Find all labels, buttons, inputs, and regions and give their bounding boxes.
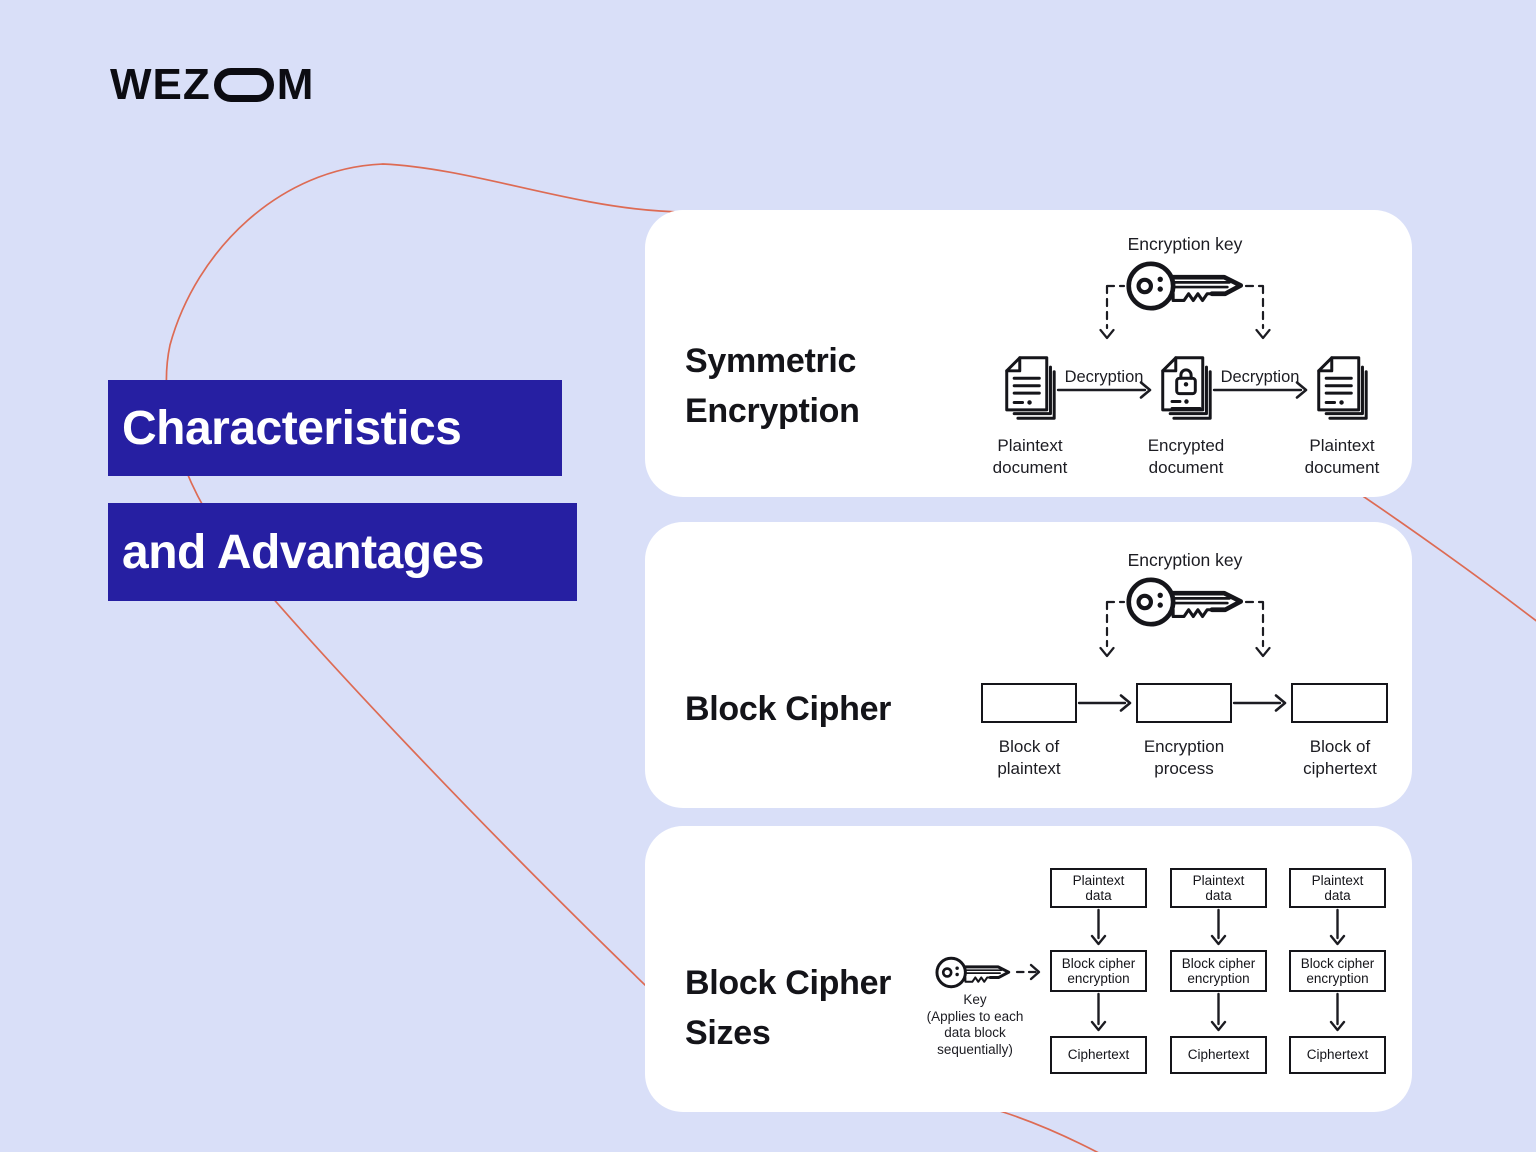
key-caption: Key (Applies to each data block sequenti… — [926, 992, 1024, 1057]
card-block-cipher: Block Cipher Encryption key Block of pla… — [645, 522, 1412, 808]
step-label: Block of plaintext — [997, 737, 1061, 778]
logo-text-left: WEZ — [110, 60, 211, 109]
encrypted-document-icon — [1159, 355, 1213, 422]
block-cipher-encryption-cell: Block cipher encryption — [1170, 950, 1267, 992]
plaintext-data-cell: Plaintext data — [1170, 868, 1267, 908]
encryption-key-label: Encryption key — [1127, 550, 1243, 570]
logo-text-right: M — [276, 60, 315, 109]
plaintext-data-cell: Plaintext data — [1289, 868, 1386, 908]
block-cipher-encryption-cell: Block cipher encryption — [1050, 950, 1147, 992]
diagram-lines — [1077, 600, 1287, 712]
card-title: Symmetric Encryption — [685, 342, 860, 431]
logo-o-icon — [213, 68, 274, 102]
flow-arrow-label: Decryption — [1064, 368, 1144, 386]
plaintext-document-icon — [1315, 355, 1369, 422]
step-label: Block of ciphertext — [1303, 737, 1377, 778]
plaintext-document-icon — [1003, 355, 1057, 422]
ciphertext-cell: Ciphertext — [1289, 1036, 1386, 1074]
plaintext-data-cell: Plaintext data — [1050, 868, 1147, 908]
card-block-cipher-sizes: Block Cipher Sizes Key (Applies to each … — [645, 826, 1412, 1112]
diagram-lines — [1056, 284, 1308, 399]
step-label: Encrypted document — [1147, 436, 1225, 477]
encryption-key-label: Encryption key — [1127, 234, 1243, 254]
block-cipher-encryption-cell: Block cipher encryption — [1289, 950, 1386, 992]
ciphertext-block-rect — [1291, 683, 1388, 723]
step-label: Encryption process — [1143, 737, 1225, 778]
card-symmetric-encryption: Symmetric Encryption Encryption key Decr… — [645, 210, 1412, 497]
plaintext-block-rect — [981, 683, 1077, 723]
diagram-lines — [1015, 908, 1346, 1032]
ciphertext-cell: Ciphertext — [1170, 1036, 1267, 1074]
headline-line-1: Characteristics — [108, 380, 562, 476]
headline-line-2: and Advantages — [108, 503, 577, 601]
flow-arrow-label: Decryption — [1220, 368, 1300, 386]
wezom-logo: WEZ M — [110, 60, 314, 110]
card-title: Block Cipher — [685, 690, 892, 729]
ciphertext-cell: Ciphertext — [1050, 1036, 1147, 1074]
step-label: Plaintext document — [1304, 436, 1380, 477]
encryption-process-rect — [1136, 683, 1232, 723]
card-title: Block Cipher Sizes — [685, 964, 892, 1053]
step-label: Plaintext document — [992, 436, 1068, 477]
